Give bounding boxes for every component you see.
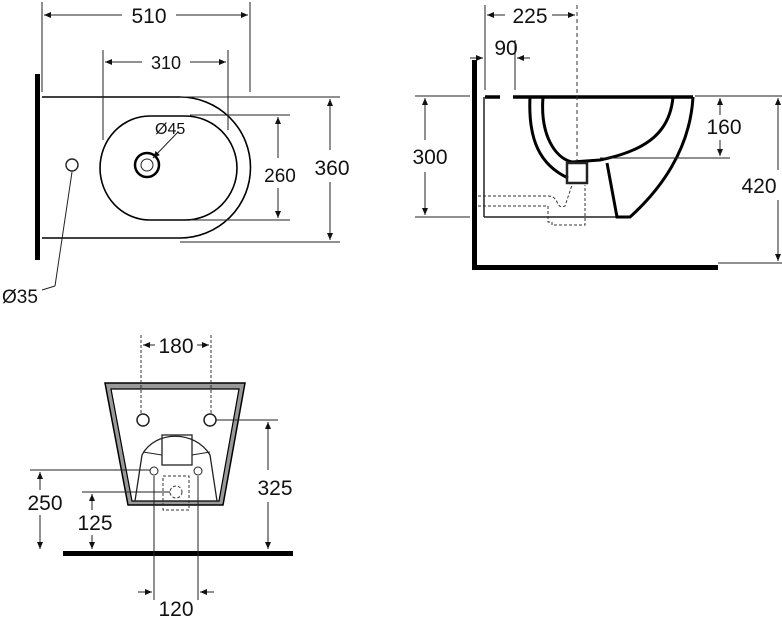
top-view: 510 310 Ø45 260 360 Ø35 — [2, 2, 350, 308]
dim-inlet-height: 250 — [27, 492, 62, 515]
dim-drain-offset: 225 — [512, 5, 547, 28]
floor — [63, 551, 293, 556]
wall — [35, 74, 40, 260]
front-view: 180 325 250 125 120 — [27, 335, 293, 621]
dim-total-height: 420 — [741, 175, 776, 198]
dim-bowl-height: 160 — [706, 116, 741, 139]
dim-drain: Ø45 — [155, 121, 185, 138]
dim-tap-hole: Ø35 — [2, 287, 38, 308]
floor — [472, 265, 718, 270]
dim-waste-height: 125 — [77, 512, 112, 535]
dim-depth-total: 360 — [314, 157, 349, 180]
dim-width-bowl: 310 — [151, 53, 181, 73]
bidet-outline — [42, 96, 252, 239]
dim-inlet-spacing: 120 — [158, 598, 193, 621]
wall — [472, 60, 477, 270]
dim-fixing-height: 300 — [412, 146, 447, 169]
drain-icon — [133, 151, 161, 179]
dim-fixing-spacing: 180 — [158, 335, 193, 358]
dim-fixing-height: 325 — [257, 477, 292, 500]
dim-fixing-offset: 90 — [494, 37, 517, 60]
dim-width-total: 510 — [131, 5, 166, 28]
bowl-outline — [99, 115, 238, 221]
tap-hole-icon — [65, 158, 79, 172]
dim-bowl-depth: 260 — [264, 166, 296, 187]
side-view: 225 90 300 160 420 — [412, 5, 782, 270]
